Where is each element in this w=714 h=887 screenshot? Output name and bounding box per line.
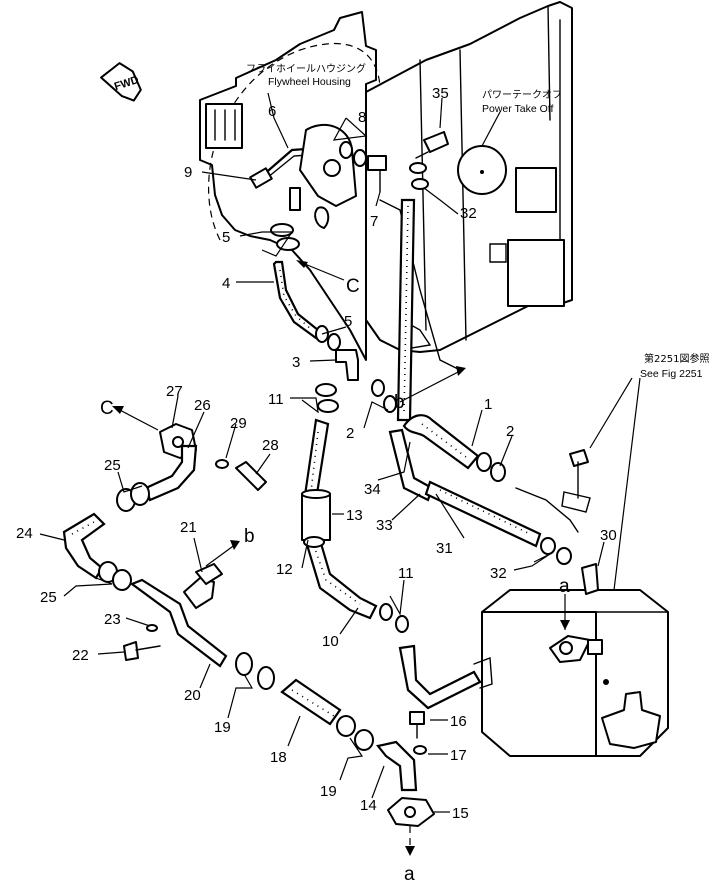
clamps-32-lower [540, 537, 572, 565]
part-number: 13 [346, 507, 363, 524]
part-number: 16 [450, 713, 467, 730]
part-number: 19 [320, 783, 337, 800]
part-number: 30 [600, 527, 617, 544]
part-number: 32 [460, 205, 477, 222]
hose-31 [424, 480, 542, 548]
fitting-30 [581, 563, 599, 595]
plug-16 [409, 711, 425, 739]
pipe-14 [376, 740, 418, 792]
clamps-19-left [235, 652, 275, 690]
clamps-11-lower [379, 603, 409, 633]
part-number: 31 [436, 540, 453, 557]
part-number: 23 [104, 611, 121, 628]
hose-34 [388, 428, 434, 502]
hose-1 [402, 414, 480, 470]
part-number: 21 [180, 519, 197, 536]
part-number: 24 [16, 525, 33, 542]
part-number: 6 [268, 103, 276, 120]
part-number: 35 [432, 85, 449, 102]
drain-pipe [398, 644, 493, 710]
part-number: 10 [322, 633, 339, 650]
clamps-25-upper [116, 482, 150, 512]
washer-29 [215, 459, 229, 469]
pto-label-ja: パワーテークオフ [482, 89, 562, 101]
part-number: 18 [270, 749, 287, 766]
part-number: 34 [364, 481, 381, 498]
part-number: 28 [262, 437, 279, 454]
part-number: 8 [358, 109, 366, 126]
part-number: 14 [360, 797, 377, 814]
part-number: 27 [166, 383, 183, 400]
hose-26 [144, 444, 198, 502]
gasket-21 [195, 563, 223, 585]
part-number: 33 [376, 517, 393, 534]
bolt-28 [235, 461, 267, 491]
clamps-2-left [371, 379, 397, 413]
part-number: 12 [276, 561, 293, 578]
flywheel-housing [199, 11, 381, 361]
clamps-25-lower [98, 561, 132, 591]
clamps-32-upper [409, 162, 429, 190]
pto-label-en: Power Take Off [482, 103, 553, 115]
vertical-pipe [396, 198, 416, 422]
part-number: 11 [268, 391, 284, 408]
clamps-11-upper [315, 383, 339, 413]
leader-lines [39, 92, 641, 813]
part-number: 7 [370, 213, 378, 230]
part-number: 5 [344, 313, 352, 330]
part-number: 25 [104, 457, 121, 474]
clamps-5-lower [315, 325, 341, 351]
part-number: 3 [292, 354, 300, 371]
see-fig-ja: 第2251図参照 [644, 352, 709, 365]
part-number: 17 [450, 747, 467, 764]
fwd-arrow-icon [100, 62, 142, 102]
connection-letter: C [346, 276, 360, 297]
part-number: 4 [222, 275, 230, 292]
bolt-7 [367, 155, 387, 193]
part-number: 22 [72, 647, 89, 664]
part-number: 20 [184, 687, 201, 704]
part-number: 2 [506, 423, 514, 440]
hose-24 [62, 512, 106, 580]
part-number: 15 [452, 805, 469, 822]
flange-15 [387, 797, 435, 827]
tank [481, 589, 669, 757]
connection-letter: b [394, 392, 405, 413]
clamps-19-right [336, 715, 374, 751]
connection-letter: a [404, 864, 415, 885]
part-number: 26 [194, 397, 211, 414]
part-number: 5 [222, 229, 230, 246]
fitting-35 [415, 131, 449, 159]
tee-3 [335, 349, 359, 381]
part-number: 2 [346, 425, 354, 442]
part-number: 19 [214, 719, 231, 736]
washer-23 [146, 624, 158, 632]
connection-letter: b [244, 526, 255, 547]
bolt-22 [123, 641, 161, 661]
rod-assembly [515, 449, 591, 533]
flywheel-label-en: Flywheel Housing [268, 76, 351, 88]
sleeve-13 [301, 489, 331, 548]
connection-letter: C [100, 398, 114, 419]
part-number: 1 [484, 396, 492, 413]
see-fig-en: See Fig 2251 [640, 368, 703, 380]
clamps-8 [339, 141, 367, 167]
part-number: 9 [184, 164, 192, 181]
hose-18 [280, 678, 342, 726]
power-take-off [457, 111, 507, 195]
washer-17 [413, 745, 427, 755]
part-number: 32 [490, 565, 507, 582]
connection-arrows [112, 260, 570, 856]
part-number: 11 [398, 565, 414, 582]
part-number: 29 [230, 415, 247, 432]
part-number: 25 [40, 589, 57, 606]
flywheel-label-ja: フライホイールハウジング [246, 62, 366, 75]
annotations: FWD フライホイールハウジング Flywheel Housing パワーテーク… [16, 62, 709, 885]
bolt-9 [249, 167, 301, 211]
clamps-2-right [476, 452, 506, 482]
pipe-20 [129, 577, 228, 668]
connection-letter: a [559, 576, 570, 597]
